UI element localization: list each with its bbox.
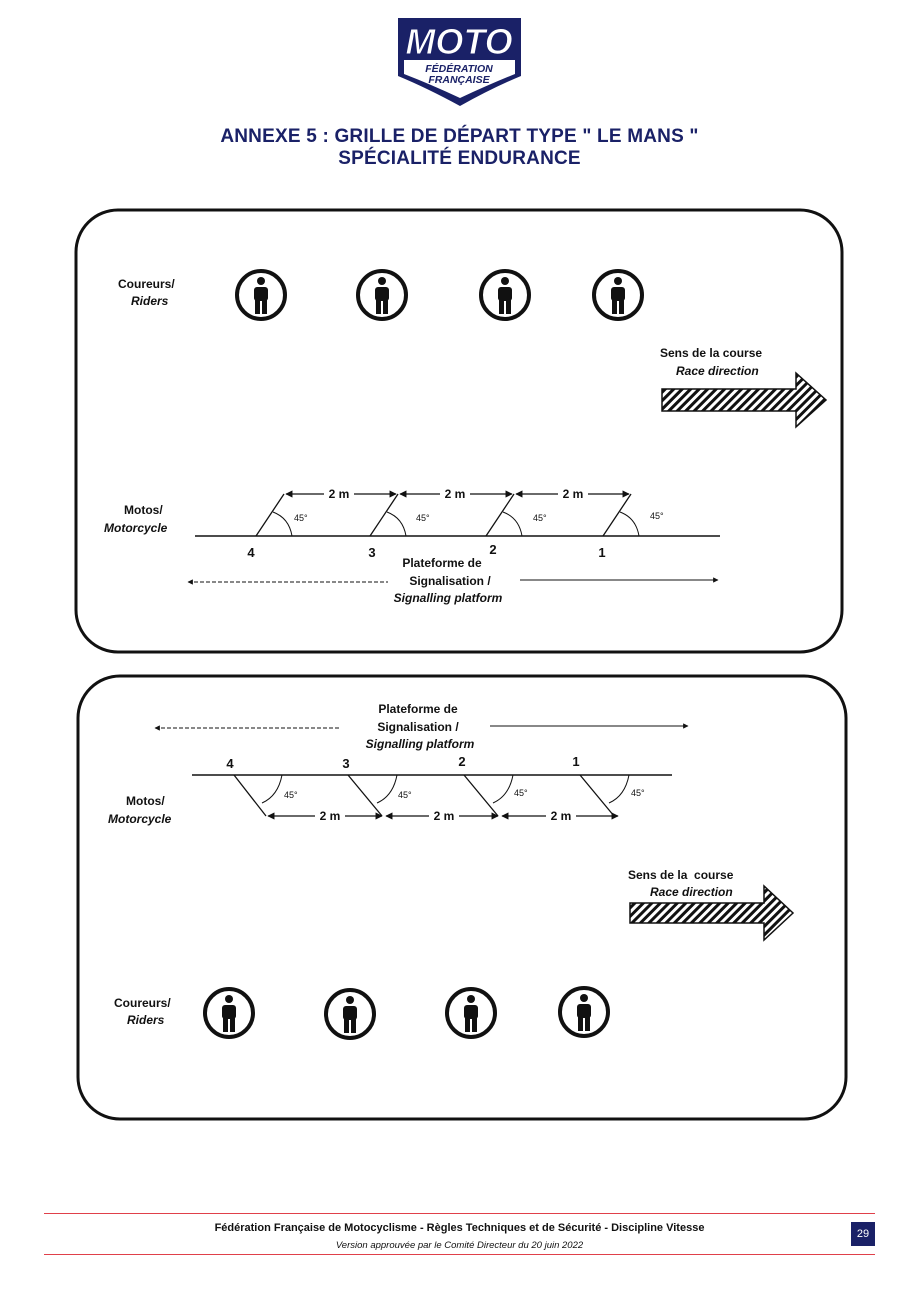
angle-label: 45° xyxy=(294,513,308,523)
position-number: 4 xyxy=(247,545,255,560)
race-direction-arrow-icon xyxy=(629,884,795,942)
riders-label-en: Riders xyxy=(131,294,169,308)
spacing-label: 2 m xyxy=(320,809,341,823)
platform-label: Plateforme de xyxy=(402,556,482,570)
logo-line2: FRANÇAISE xyxy=(428,74,490,86)
race-direction-label-en: Race direction xyxy=(650,885,733,899)
diagram-riders-above: Coureurs/ Riders Sens de la course Race … xyxy=(74,208,844,654)
moto-slot-3 xyxy=(347,774,398,817)
race-direction-label-en: Race direction xyxy=(676,364,759,378)
spacing-label: 2 m xyxy=(434,809,455,823)
ffm-logo: MOTO FÉDÉRATION FRANÇAISE xyxy=(398,18,521,106)
platform-label-en: Signalling platform xyxy=(394,591,503,605)
angle-label: 45° xyxy=(650,511,664,521)
spacing-label: 2 m xyxy=(551,809,572,823)
page-title-line2: SPÉCIALITÉ ENDURANCE xyxy=(338,148,581,169)
platform-label-en: Signalling platform xyxy=(366,737,475,751)
spacing-label: 2 m xyxy=(329,487,350,501)
motorcycles-label: Motos/ xyxy=(126,794,165,808)
motorcycles-label: Motos/ xyxy=(124,503,163,517)
moto-slot-3 xyxy=(369,493,407,537)
rider-icon xyxy=(592,269,644,321)
angle-label: 45° xyxy=(398,790,412,800)
page-number: 29 xyxy=(851,1222,875,1246)
motorcycles-label-en: Motorcycle xyxy=(108,812,172,826)
diagram-frame xyxy=(76,674,848,1121)
rider-icon xyxy=(324,988,376,1040)
riders-label: Coureurs/ xyxy=(118,277,175,291)
position-number: 2 xyxy=(458,754,465,769)
angle-label: 45° xyxy=(416,513,430,523)
moto-slot-4 xyxy=(233,774,283,817)
race-direction-label: Sens de la course xyxy=(660,346,762,360)
moto-slot-1 xyxy=(602,493,640,537)
moto-slot-2 xyxy=(485,493,523,537)
moto-slot-1 xyxy=(579,774,630,817)
motorcycles-label-en: Motorcycle xyxy=(104,521,168,535)
footer-rule-top xyxy=(44,1213,875,1214)
riders-label: Coureurs/ xyxy=(114,996,171,1010)
angle-label: 45° xyxy=(631,788,645,798)
footer-rule-bottom xyxy=(44,1254,875,1255)
angle-label: 45° xyxy=(533,513,547,523)
rider-icon xyxy=(445,987,497,1039)
diagram-riders-below: Plateforme de Signalisation / Signalling… xyxy=(76,674,848,1121)
spacing-label: 2 m xyxy=(445,487,466,501)
diagram-frame xyxy=(74,208,844,654)
rider-icon xyxy=(558,986,610,1038)
footer-title: Fédération Française de Motocyclisme - R… xyxy=(214,1222,705,1234)
spacing-label: 2 m xyxy=(563,487,584,501)
angle-label: 45° xyxy=(514,788,528,798)
page-title-line1: ANNEXE 5 : GRILLE DE DÉPART TYPE " LE MA… xyxy=(220,126,699,147)
platform-label: Signalisation / xyxy=(377,720,459,734)
logo-word: MOTO xyxy=(405,21,512,62)
race-direction-label: Sens de la course xyxy=(628,868,734,882)
angle-label: 45° xyxy=(284,790,298,800)
riders-label-en: Riders xyxy=(127,1013,165,1027)
race-direction-arrow-icon xyxy=(661,371,828,429)
platform-label: Signalisation / xyxy=(409,574,491,588)
rider-icon xyxy=(235,269,287,321)
position-number: 4 xyxy=(226,756,234,771)
position-number: 3 xyxy=(342,756,349,771)
moto-slot-4 xyxy=(255,493,293,537)
position-number: 2 xyxy=(489,542,496,557)
position-number: 1 xyxy=(598,545,605,560)
rider-icon xyxy=(479,269,531,321)
moto-slot-2 xyxy=(463,774,514,817)
logo-line1: FÉDÉRATION xyxy=(425,62,493,75)
position-number: 1 xyxy=(572,754,579,769)
platform-label: Plateforme de xyxy=(378,702,458,716)
rider-icon xyxy=(203,987,255,1039)
rider-icon xyxy=(356,269,408,321)
position-number: 3 xyxy=(368,545,375,560)
footer-version: Version approuvée par le Comité Directeu… xyxy=(335,1240,584,1251)
